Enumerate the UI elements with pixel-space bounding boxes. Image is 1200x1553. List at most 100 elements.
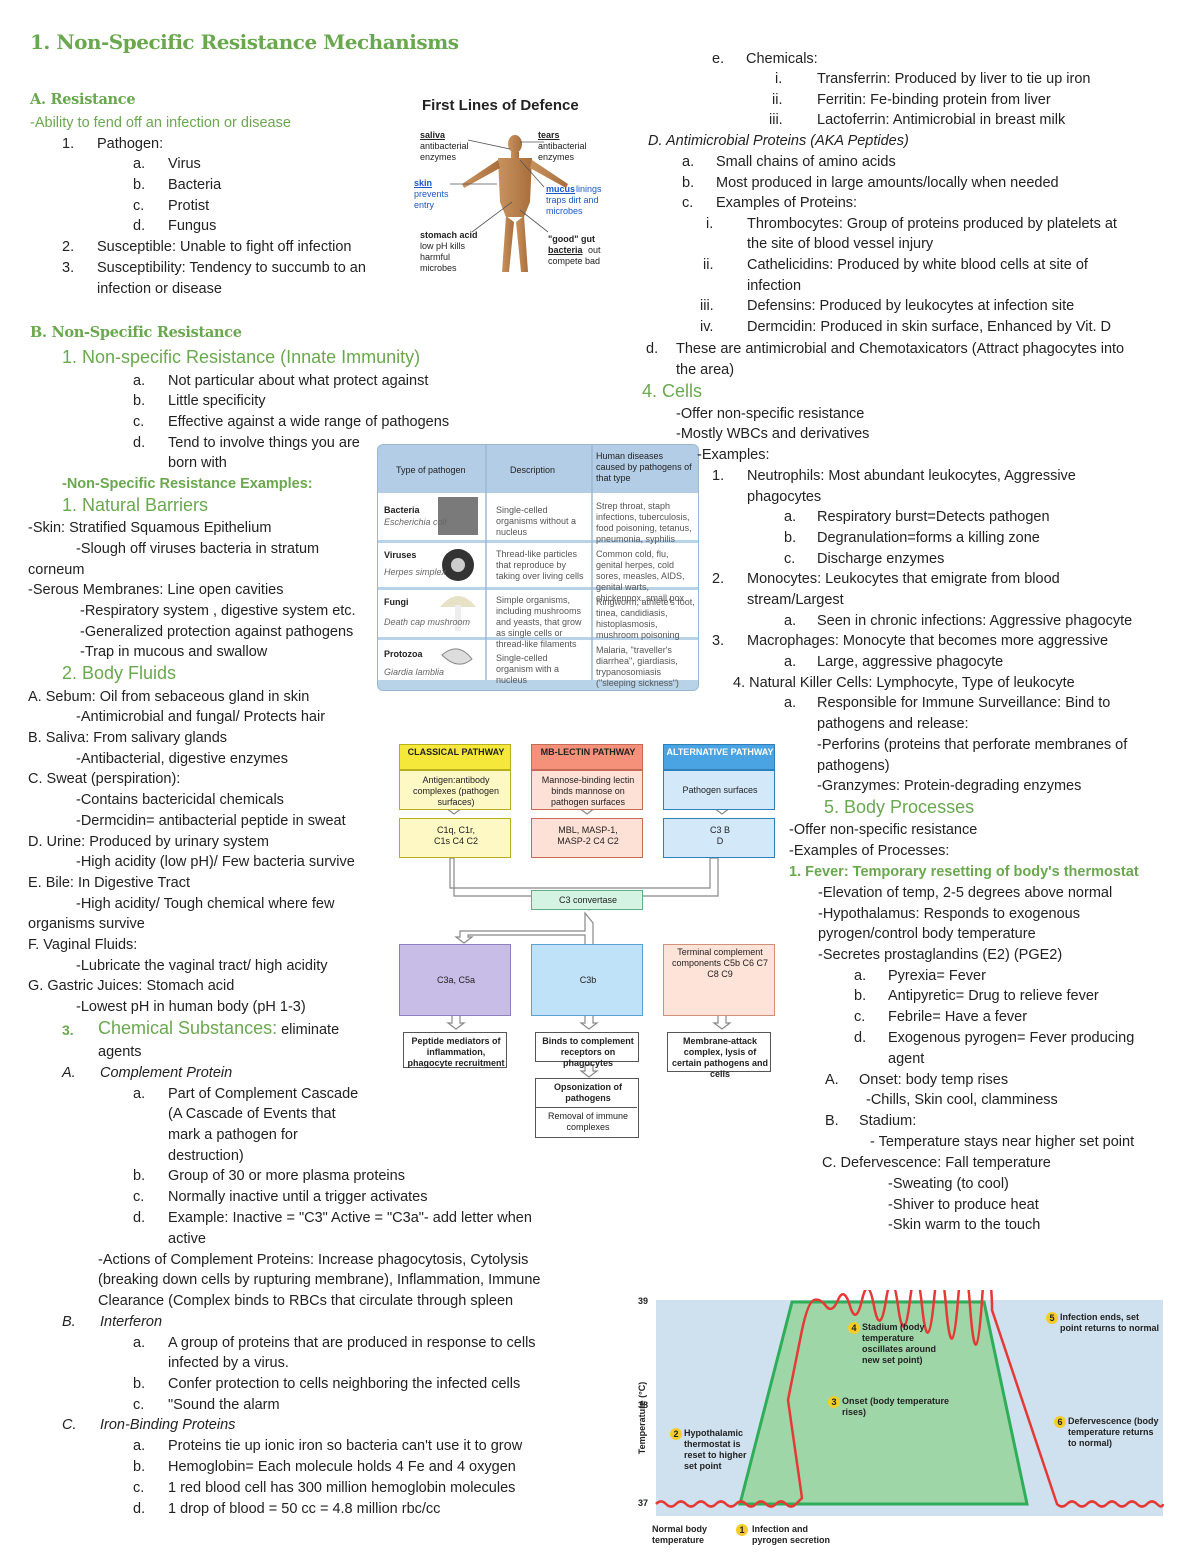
table-cell: Escherichia coli xyxy=(384,517,447,527)
table-header: Human diseases caused by pathogens of th… xyxy=(596,451,692,483)
outcome-box: Membrane-attack complex, lysis of certai… xyxy=(667,1032,771,1079)
defervescence-line: -Skin warm to the touch xyxy=(888,1217,1041,1233)
fluid-line: A. Sebum: Oil from sebaceous gland in sk… xyxy=(28,689,310,705)
onset-detail: -Chills, Skin cool, clamminess xyxy=(866,1092,1058,1108)
mucus-text: microbes xyxy=(546,206,583,216)
mucus-text: linings xyxy=(576,184,602,194)
list-item-number: d. xyxy=(133,218,146,234)
saliva-text: antibacterial xyxy=(420,141,469,151)
list-item: born with xyxy=(168,455,227,471)
classical-pathway-label: CLASSICAL PATHWAY xyxy=(407,747,505,757)
list-item: pathogens) xyxy=(817,758,890,774)
skin-text: prevents xyxy=(414,189,449,199)
stomach-acid-text: low pH kills xyxy=(420,241,466,251)
list-item: Fungus xyxy=(168,218,217,234)
chemicals-heading: Chemicals: xyxy=(746,51,818,67)
list-item-number: b. xyxy=(133,177,146,193)
list-item-number: 2. xyxy=(62,239,75,255)
list-item: 1 red blood cell has 300 million hemoglo… xyxy=(168,1480,516,1496)
list-item-number: 3. xyxy=(712,633,725,649)
list-item: Little specificity xyxy=(168,393,266,409)
list-item: 1 drop of blood = 50 cc = 4.8 million rb… xyxy=(168,1501,441,1517)
list-item-number: b. xyxy=(784,530,797,546)
list-item-number: a. xyxy=(133,1335,146,1351)
defervescence-chart-label: Defervescence (body temperature returns … xyxy=(1068,1416,1159,1448)
classical-trigger-box: Antigen:antibody complexes (pathogen sur… xyxy=(399,770,511,810)
outcome-peptide-mediators: Peptide mediators of inflammation, phago… xyxy=(407,1036,505,1068)
list-item: Transferrin: Produced by liver to tie up… xyxy=(817,71,1091,87)
list-item-number: a. xyxy=(784,613,797,629)
list-item: Group of 30 or more plasma proteins xyxy=(168,1168,405,1184)
table-cell: Fungi xyxy=(384,597,409,607)
section-a-heading: A. Resistance xyxy=(30,91,136,108)
infection-label: Infection and pyrogen secretion xyxy=(752,1524,831,1545)
good-gut-text: out xyxy=(588,245,601,255)
resistance-definition: -Ability to fend off an infection or dis… xyxy=(30,115,291,131)
list-item-number: d. xyxy=(133,1210,146,1226)
table-cell: Thread-like particles that reproduce by … xyxy=(496,549,584,581)
terminal-components: Terminal complement components C5b C6 C7… xyxy=(671,947,769,979)
normal-body-temp-label: Normal body temperature xyxy=(652,1524,708,1545)
step-badge: 3 xyxy=(828,1396,840,1408)
list-item: Febrile= Have a fever xyxy=(888,1009,1028,1025)
table-cell: Giardia lamblia xyxy=(384,667,445,677)
fever-line: -Hypothalamus: Responds to exogenous xyxy=(818,906,1080,922)
list-item: Cathelicidins: Produced by white blood c… xyxy=(747,257,1088,273)
list-item: phagocytes xyxy=(747,489,822,505)
step-badge: 1 xyxy=(736,1524,748,1536)
table-header-row: Type of pathogen Description Human disea… xyxy=(378,445,698,493)
good-gut-label: bacteria xyxy=(548,245,583,255)
table-cell: Herpes simplex xyxy=(384,567,447,577)
list-item: Example: Inactive = "C3" Active = "C3a"-… xyxy=(168,1210,532,1226)
list-item: Hemoglobin= Each molecule holds 4 Fe and… xyxy=(168,1459,516,1475)
examples-heading: -Non-Specific Resistance Examples: xyxy=(62,476,313,492)
table-cell: Common cold, flu, genital herpes, cold s… xyxy=(596,549,685,603)
c3-convertase: C3 convertase xyxy=(558,895,618,905)
outcome-binds-receptors: Binds to complement receptors on phagocy… xyxy=(542,1036,634,1068)
classical-trigger: Antigen:antibody complexes (pathogen sur… xyxy=(412,775,500,807)
classical-pathway-header: CLASSICAL PATHWAY xyxy=(399,744,511,770)
outcome-removal: Removal of immune complexes xyxy=(547,1111,629,1132)
list-item-number: A. xyxy=(825,1072,839,1088)
list-item-number: c. xyxy=(133,414,145,430)
list-item: Pathogen: xyxy=(97,136,164,152)
step-badge: 4 xyxy=(848,1322,860,1334)
mb-components: MBL, MASP-1, MASP-2 C4 C2 xyxy=(557,825,619,846)
body-temperature-line xyxy=(655,1290,1165,1508)
list-item: Thrombocytes: Group of proteins produced… xyxy=(747,216,1117,232)
mb-trigger: Mannose-binding lectin binds mannose on … xyxy=(541,775,635,807)
list-item-number: B. xyxy=(825,1113,839,1129)
natural-line: -Skin: Stratified Squamous Epithelium xyxy=(28,520,272,536)
list-item: mark a pathogen for xyxy=(168,1127,298,1143)
list-item-number: b. xyxy=(854,988,867,1004)
stomach-acid-text: microbes xyxy=(420,263,457,273)
list-item-number: c. xyxy=(133,1480,145,1496)
divider xyxy=(536,1107,637,1108)
fluid-line: -High acidity/ Tough chemical where few xyxy=(76,896,335,912)
table-header: Type of pathogen xyxy=(396,465,466,475)
stadium-detail: - Temperature stays near higher set poin… xyxy=(870,1134,1135,1150)
stomach-acid-label: stomach acid xyxy=(420,230,478,240)
list-item: pathogens and release: xyxy=(817,716,969,732)
y-axis-label: Temperature (°C) xyxy=(637,1381,647,1455)
y-tick-label: 37 xyxy=(638,1498,649,1508)
saliva-label: saliva xyxy=(420,130,446,140)
complement-actions-line: (breaking down cells by rupturing membra… xyxy=(98,1272,541,1288)
stomach-acid-text: harmful xyxy=(420,252,451,262)
list-item-number: b. xyxy=(133,1459,146,1475)
natural-killer-heading: 4. Natural Killer Cells: Lymphocyte, Typ… xyxy=(733,675,1075,691)
list-item: Degranulation=forms a killing zone xyxy=(817,530,1040,546)
fever-line: -Secretes prostaglandins (E2) (PGE2) xyxy=(818,947,1063,963)
list-item-number: d. xyxy=(133,1501,146,1517)
outcome-box: Binds to complement receptors on phagocy… xyxy=(535,1032,639,1068)
list-item: Protist xyxy=(168,198,210,214)
list-item-number: a. xyxy=(854,968,867,984)
list-item: Most produced in large amounts/locally w… xyxy=(716,175,1059,191)
fluid-line: F. Vaginal Fluids: xyxy=(28,937,138,953)
list-item: the area) xyxy=(676,362,735,378)
table-cell: Bacteria xyxy=(384,505,420,515)
list-item-number: c. xyxy=(133,1397,145,1413)
list-item: Seen in chronic infections: Aggressive p… xyxy=(817,613,1133,629)
list-item: infection or disease xyxy=(97,281,222,297)
complement-actions-line: Clearance (Complex binds to RBCs that ci… xyxy=(98,1293,514,1309)
